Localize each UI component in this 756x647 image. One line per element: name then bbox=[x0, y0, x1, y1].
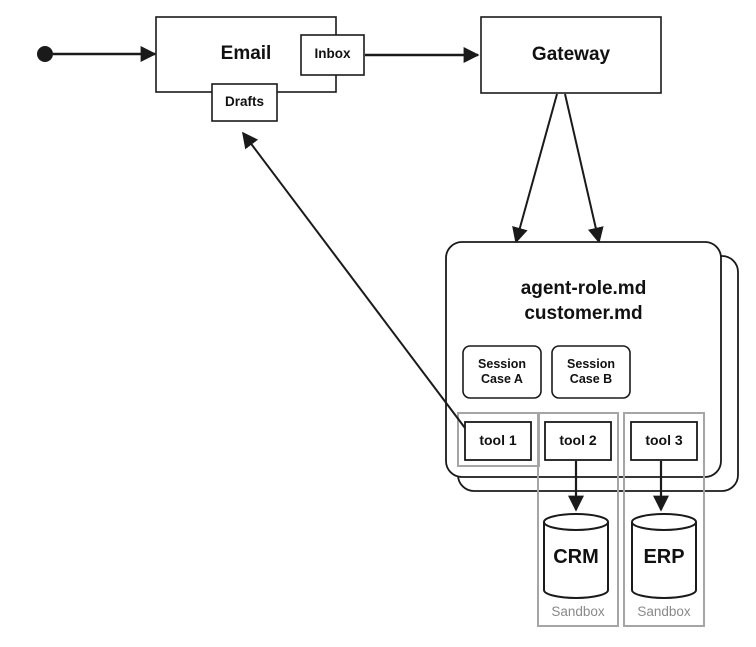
tool3-box bbox=[630, 421, 698, 461]
tool2-label: tool 2 bbox=[559, 432, 597, 448]
erp-sandbox-label: Sandbox bbox=[637, 604, 691, 619]
session-case-a-box bbox=[462, 345, 542, 399]
sandbox-erp bbox=[623, 412, 705, 627]
tool1-label: tool 1 bbox=[479, 432, 517, 448]
drafts-box bbox=[211, 83, 278, 122]
tool2-box bbox=[544, 421, 612, 461]
agent-role-file: agent-role.md bbox=[520, 278, 647, 299]
crm-database bbox=[543, 513, 609, 599]
arrow-gateway-to-agent-1 bbox=[512, 93, 558, 244]
customer-file: customer.md bbox=[524, 303, 643, 324]
tool1-box bbox=[464, 421, 532, 461]
gateway-box bbox=[480, 16, 662, 94]
tool3-label: tool 3 bbox=[645, 432, 683, 448]
arrow-gateway-to-agent-2 bbox=[564, 93, 604, 244]
arrow-tool1-to-drafts bbox=[242, 131, 466, 429]
crm-sandbox-label: Sandbox bbox=[551, 604, 605, 619]
erp-database bbox=[631, 513, 697, 599]
sandbox-crm bbox=[537, 412, 619, 627]
session-case-b-box bbox=[551, 345, 631, 399]
gateway-title: Gateway bbox=[531, 44, 611, 65]
email-title: Email bbox=[220, 43, 272, 64]
drafts-label: Drafts bbox=[224, 94, 264, 109]
crm-label: CRM bbox=[553, 546, 599, 568]
inbox-label: Inbox bbox=[314, 46, 351, 61]
erp-label: ERP bbox=[643, 546, 685, 568]
inbox-box bbox=[300, 34, 365, 76]
start-node bbox=[37, 46, 53, 62]
